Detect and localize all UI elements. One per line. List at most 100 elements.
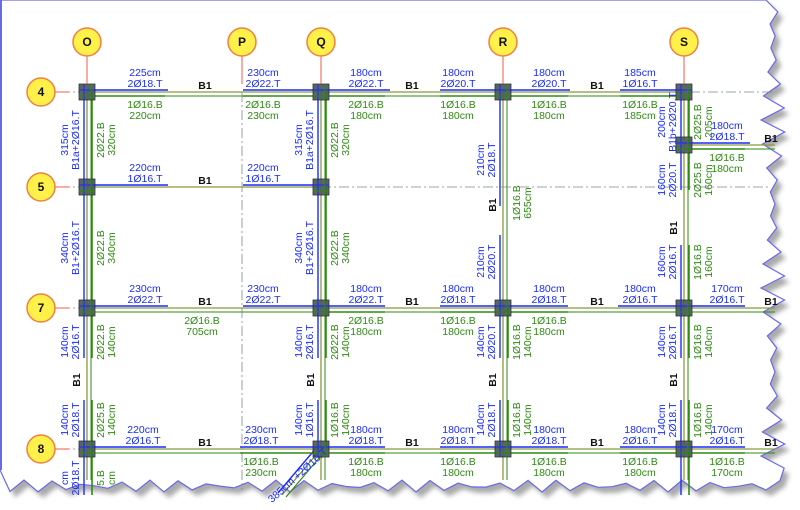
bottom-length-label: 180cm (711, 163, 743, 175)
top-bar-label: 2Ø20.T (486, 324, 498, 360)
top-bar-label: 2Ø18.T (667, 402, 679, 438)
bottom-bar-label: 1Ø16.B (243, 456, 279, 468)
top-length-label: 230cm (129, 283, 161, 295)
beam-mark-label: B1 (71, 373, 83, 387)
column-Q-4 (312, 83, 330, 101)
bottom-length-label: 140cm (340, 326, 352, 358)
top-bar-label: 2Ø16.T (622, 294, 658, 306)
grid-bubble-O-label: O (82, 35, 91, 49)
top-length-label: 180cm (711, 120, 743, 132)
top-length-label: 140cm (475, 404, 487, 436)
top-length-label: 140cm (293, 326, 305, 358)
bottom-bar-label: 1Ø16.B (622, 99, 658, 111)
top-bar-label: B1a+2Ø16.T (70, 110, 82, 170)
top-length-label: 180cm (442, 67, 474, 79)
bottom-length-label: 340cm (106, 232, 118, 264)
bottom-bar-label: 1Ø16.B (692, 402, 704, 438)
bottom-length-label: 320cm (340, 124, 352, 156)
top-bar-label: 2Ø20.T (486, 244, 498, 280)
column-R-8 (494, 440, 512, 458)
top-length-label: 140cm (656, 404, 668, 436)
bottom-bar-label: 2Ø22.B (329, 122, 341, 158)
top-length-label: 160cm (656, 164, 668, 196)
beam-mark-label: B1 (590, 437, 604, 449)
bottom-bar-label: 2Ø16.B (348, 99, 384, 111)
column-O-8 (78, 440, 96, 458)
top-bar-label: 2Ø22.T (245, 294, 281, 306)
bottom-length-label: 140cm (522, 326, 534, 358)
top-bar-label: 2Ø18.T (70, 402, 82, 438)
bottom-length-label: 180cm (442, 110, 474, 122)
bottom-bar-label: 1Ø16.B (692, 244, 704, 280)
top-length-label: 140cm (293, 404, 305, 436)
column-R-7 (494, 299, 512, 317)
top-length-label: 315cm (293, 124, 305, 156)
top-bar-label: 1Ø16.T (127, 173, 163, 185)
top-bar-label: 2Ø16.T (622, 435, 658, 447)
top-bar-label: 2Ø16.T (709, 435, 745, 447)
bottom-bar-label: 2Ø16.B (348, 315, 384, 327)
grid-bubble-Q: Q (306, 27, 336, 57)
bottom-bar-label: 1Ø16.B (709, 152, 745, 164)
top-length-label: 170cm (711, 283, 743, 295)
bottom-length-label: 160cm (703, 164, 715, 196)
grid-bubble-P-circle (227, 27, 257, 57)
top-length-label: 170cm (711, 424, 743, 436)
top-length-label: 160cm (656, 246, 668, 278)
top-bar-label: 2Ø20.T (667, 162, 679, 198)
top-length-label: 230cm (247, 283, 279, 295)
top-bar-label: 2Ø16.T (667, 324, 679, 360)
top-length-label: 180cm (350, 283, 382, 295)
top-bar-label: 2Ø18.T (348, 435, 384, 447)
bottom-bar-label: 1Ø16.B (440, 456, 476, 468)
grid-bubble-O-circle (72, 27, 102, 57)
bottom-bar-label: 2Ø25.B (95, 402, 107, 438)
bottom-bar-label: 1Ø16.B (440, 315, 476, 327)
grid-bubble-P: P (227, 27, 257, 57)
bottom-length-label: 180cm (350, 326, 382, 338)
bottom-bar-label: 2Ø22.B (95, 122, 107, 158)
bottom-length-label: 180cm (350, 110, 382, 122)
top-bar-label: 1Ø16.T (304, 402, 316, 438)
beam-mark-label: B1 (668, 221, 680, 235)
column-R-4 (494, 83, 512, 101)
grid-bubble-P-label: P (238, 35, 246, 49)
top-length-label: 340cm (59, 232, 71, 264)
bottom-length-label: 205cm (703, 106, 715, 138)
top-bar-label: 1Ø16.T (245, 173, 281, 185)
beam-mark-label: B1 (764, 296, 778, 308)
grid-bubble-Q-label: Q (316, 35, 325, 49)
column-O-5 (78, 178, 96, 196)
bottom-length-label: 140cm (106, 326, 118, 358)
top-bar-label: 2Ø18.T (127, 78, 163, 90)
bottom-length-label: 180cm (350, 467, 382, 479)
beam-diagonal-top-bar (277, 446, 318, 494)
cut-bottom-length-label: cm (106, 471, 118, 485)
beam-mark-label: B1 (668, 373, 680, 387)
beam-mark-label: B1 (198, 296, 212, 308)
grid-bubble-4-label: 4 (38, 85, 45, 99)
bottom-bar-label: 1Ø16.B (692, 324, 704, 360)
bottom-bar-label: 1Ø16.B (348, 456, 384, 468)
bottom-bar-label: 1Ø16.B (622, 456, 658, 468)
top-bar-label: 2Ø18.T (531, 435, 567, 447)
beam-mark-label: B1 (198, 175, 212, 187)
grid-bubble-R-label: R (499, 35, 508, 49)
top-length-label: 230cm (245, 424, 277, 436)
grid-bubble-Q-circle (306, 27, 336, 57)
column-S-8 (675, 440, 693, 458)
top-length-label: 180cm (533, 424, 565, 436)
bottom-length-label: 180cm (533, 326, 565, 338)
bottom-length-label: 705cm (186, 326, 218, 338)
bottom-bar-label: 1Ø16.B (531, 99, 567, 111)
beam-mark-label: B1 (487, 198, 499, 212)
bottom-bar-label: 1Ø16.B (709, 456, 745, 468)
top-bar-label: 2Ø22.T (245, 78, 281, 90)
beam-mark-label: B1 (590, 296, 604, 308)
grid-bubble-S-circle (669, 27, 699, 57)
bottom-length-label: 185cm (624, 110, 656, 122)
top-bar-label: 2Ø16.T (70, 324, 82, 360)
cut-top-length-label: cm (59, 471, 71, 485)
top-bar-label: 2Ø16.T (304, 324, 316, 360)
